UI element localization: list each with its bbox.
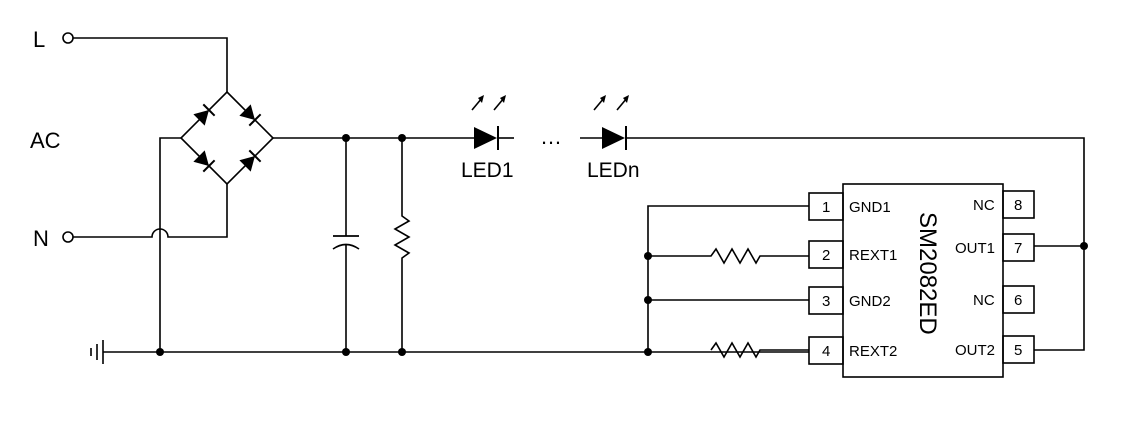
light-emission-icon [471, 95, 506, 111]
led-n [580, 95, 629, 150]
ic-pin-number: 1 [822, 199, 830, 216]
ic-pin-6: 6 NC [973, 285, 1035, 314]
ic-pin-name: REXT2 [849, 343, 897, 360]
line-terminal-label: L [33, 27, 45, 52]
ic-pin-name: NC [973, 197, 995, 214]
junction-dot [398, 348, 406, 356]
rext1-resistor [648, 247, 809, 265]
ic-pin-7: 7 OUT1 [955, 233, 1035, 262]
ic-pin-name: GND2 [849, 293, 891, 310]
ic-pin-5: 5 OUT2 [955, 335, 1035, 364]
ic-pin-number: 5 [1014, 342, 1022, 359]
driver-ic-body [842, 183, 1004, 378]
ic-pin-4: 4 REXT2 [808, 336, 897, 365]
ic-pin-name: GND1 [849, 199, 891, 216]
junction-dot [342, 348, 350, 356]
ic-pin-name: OUT1 [955, 240, 995, 257]
driver-ic-name: SM2082ED [914, 212, 941, 335]
ic-pin-2: 2 REXT1 [808, 240, 897, 269]
ic-pin-number: 4 [822, 343, 830, 360]
bleeder-resistor [393, 138, 411, 352]
led-1-label: LED1 [461, 159, 514, 182]
ic-pin-8: 8 NC [973, 190, 1035, 219]
ic-pin-number: 6 [1014, 292, 1022, 309]
gnd1-wire [647, 205, 809, 352]
bridge-diode-3 [193, 150, 216, 173]
ic-pin-1: 1 GND1 [808, 192, 891, 221]
ground-icon [90, 340, 104, 364]
ic-pin-number: 3 [822, 293, 830, 310]
filter-capacitor [332, 138, 360, 352]
ic-pin-name: REXT1 [849, 247, 897, 264]
bridge-diode-2 [239, 104, 262, 127]
bridge-diode-1 [193, 103, 216, 126]
bridge-negative-wire [159, 137, 181, 352]
led-n-label: LEDn [587, 159, 640, 182]
neutral-wire [73, 184, 228, 238]
ic-pin-3: 3 GND2 [808, 286, 891, 315]
rext2-resistor [710, 341, 809, 359]
line-terminal [62, 32, 74, 44]
ic-pin-name: OUT2 [955, 342, 995, 359]
ic-pin-number: 2 [822, 247, 830, 264]
ic-pin-number: 7 [1014, 240, 1022, 257]
light-emission-icon [593, 95, 629, 111]
bridge-rectifier [179, 90, 275, 186]
ic-pin-number: 8 [1014, 197, 1022, 214]
neutral-terminal-label: N [33, 226, 49, 251]
bridge-diode-4 [239, 149, 262, 172]
line-wire [73, 37, 228, 92]
ac-input-label: AC [30, 128, 61, 153]
neutral-terminal [62, 231, 74, 243]
led-ellipsis: … [540, 124, 562, 149]
led-1 [471, 95, 514, 150]
junction-dot [156, 348, 164, 356]
ic-pin-name: NC [973, 292, 995, 309]
